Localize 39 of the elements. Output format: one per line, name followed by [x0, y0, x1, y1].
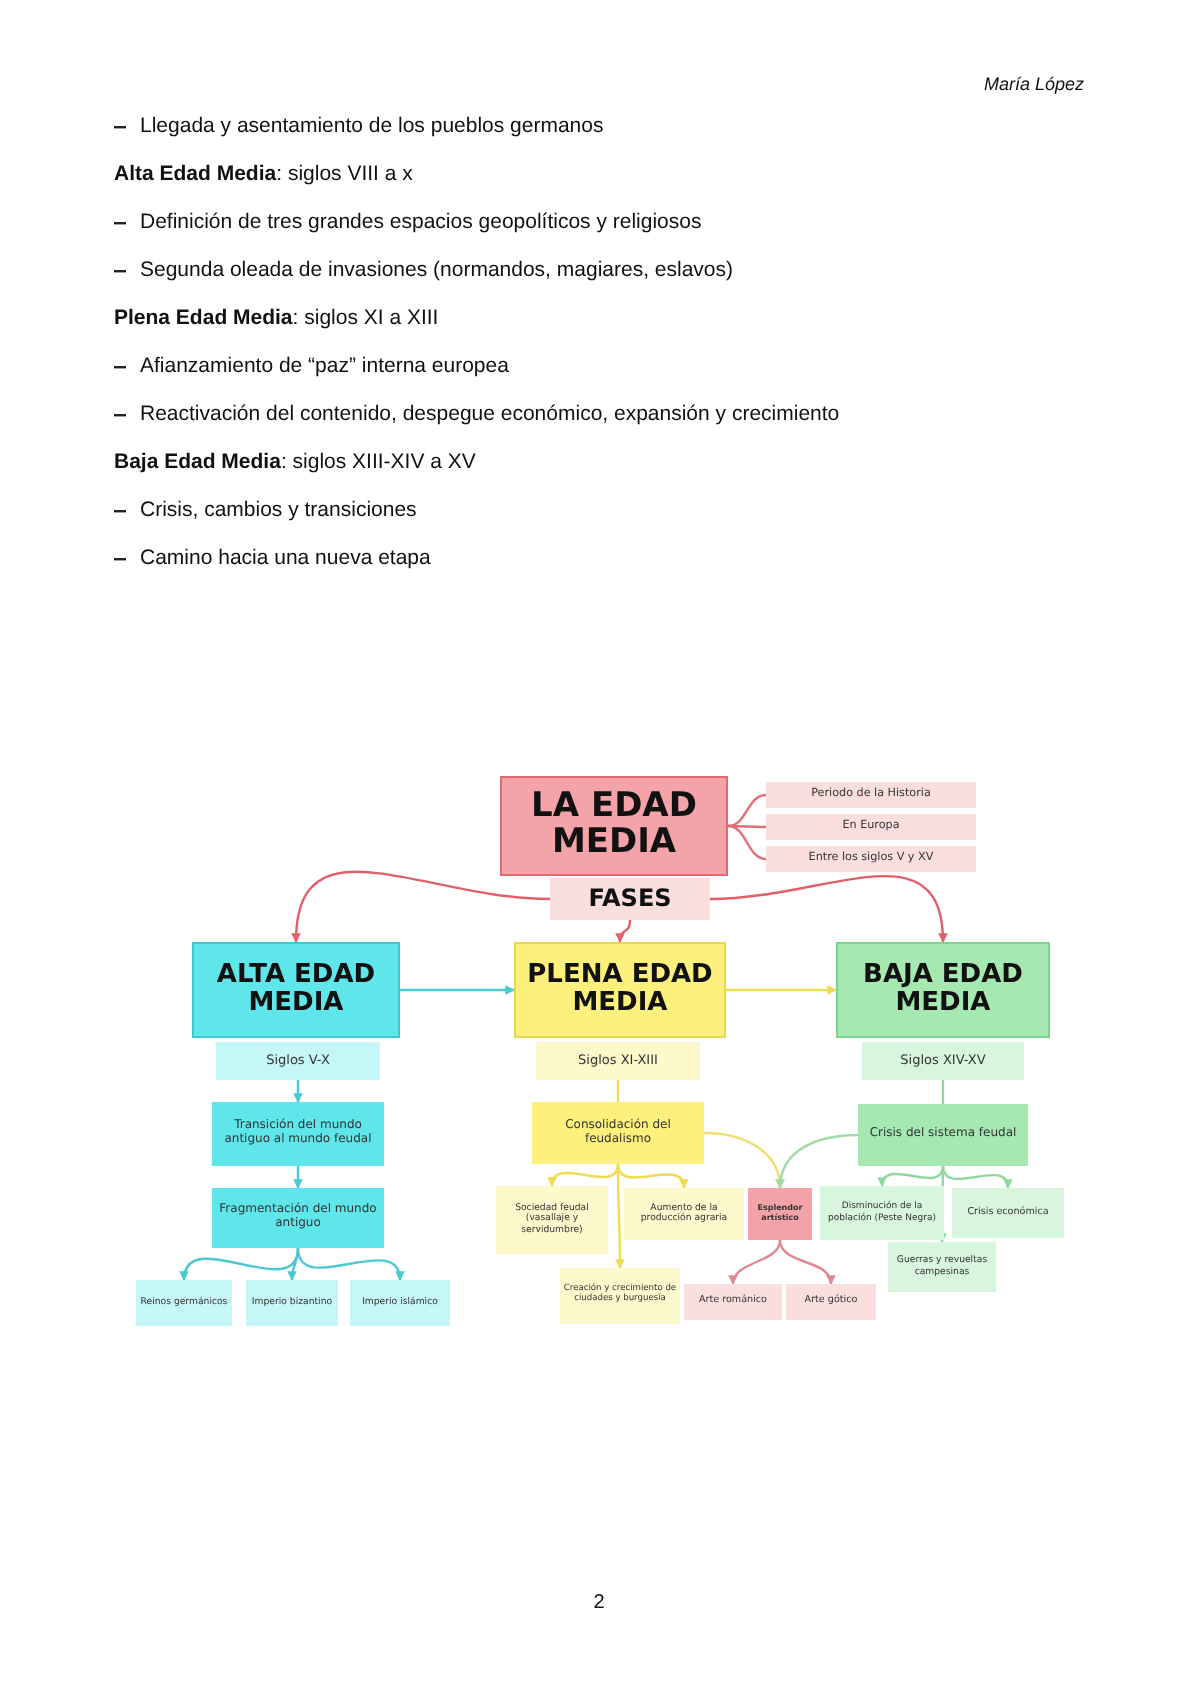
- connector-line: [728, 824, 766, 829]
- bullet-text: Crisis, cambios y transiciones: [140, 498, 417, 524]
- title-box: LA EDAD MEDIA: [500, 776, 728, 876]
- arrow: [878, 1165, 945, 1187]
- connector-line: [616, 1080, 620, 1102]
- arrow: [709, 875, 947, 943]
- phase-box: PLENA EDAD MEDIA: [514, 942, 726, 1038]
- arrow: [293, 1166, 303, 1189]
- arrow: [726, 985, 837, 995]
- connector-line: [941, 1080, 945, 1104]
- bullet-text: Camino hacia una nueva etapa: [140, 546, 431, 572]
- bullet-text: Segunda oleada de invasiones (normandos, magiares, eslavos): [140, 258, 734, 284]
- arrow: [400, 985, 515, 995]
- connector-line: [727, 824, 767, 861]
- phase-box: BAJA EDAD MEDIA: [836, 942, 1050, 1038]
- author-name: María López: [983, 72, 1084, 98]
- section-heading: Plena Edad Media: siglos XI a XIII: [114, 306, 439, 332]
- bullet-text: Reactivación del contenido, despegue económico, expansión y crecimiento: [140, 402, 840, 428]
- arrow: [287, 1247, 300, 1281]
- section-heading: Baja Edad Media: siglos XIII-XIV a XV: [114, 450, 476, 476]
- arrow: [548, 1163, 620, 1187]
- bullet-text: Definición de tres grandes espacios geopolíticos y religiosos: [140, 210, 702, 236]
- arrow: [292, 870, 551, 943]
- arrow: [729, 1239, 782, 1285]
- subtitle-box: FASES: [550, 878, 710, 920]
- arrow: [296, 1247, 404, 1281]
- arrow: [615, 1164, 625, 1269]
- page-number: 2: [591, 1590, 607, 1616]
- bullet-text: Llegada y asentamiento de los pueblos germanos: [140, 114, 604, 140]
- phase-box: ALTA EDAD MEDIA: [192, 942, 400, 1038]
- bullet-text: Afianzamiento de “paz” interna europea: [140, 354, 509, 380]
- arrow: [616, 1163, 688, 1189]
- arrow: [941, 1165, 1012, 1189]
- arrow: [615, 919, 632, 943]
- arrow: [778, 1239, 835, 1285]
- connector-line: [727, 793, 767, 828]
- section-heading: Alta Edad Media: siglos VIII a x: [114, 162, 413, 188]
- arrow: [293, 1080, 303, 1103]
- arrow: [775, 1133, 859, 1189]
